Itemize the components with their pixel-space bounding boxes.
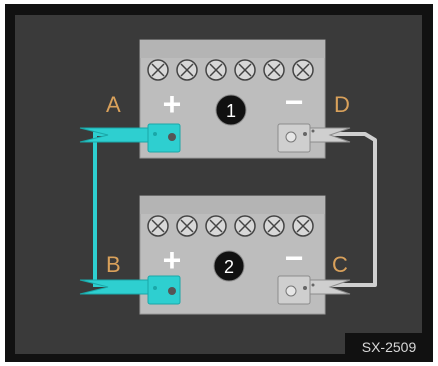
negative-cable — [310, 132, 377, 287]
battery-1-vent-caps — [147, 59, 314, 81]
label-a: A — [106, 92, 121, 117]
battery-1-minus-sign: − — [285, 84, 304, 120]
terminal-cap-icon — [234, 215, 256, 237]
terminal-cap-icon — [176, 215, 198, 237]
terminal-cap-icon — [176, 59, 198, 81]
positive-clamp-icon — [79, 275, 181, 305]
battery-1-number: 1 — [226, 101, 236, 121]
terminal-cap-icon — [234, 59, 256, 81]
battery-2-minus-sign: − — [285, 240, 304, 276]
battery-1-plus-sign: + — [163, 86, 182, 122]
positive-clamp-icon — [79, 123, 181, 153]
diagram-code: SX-2509 — [345, 333, 433, 362]
terminal-cap-icon — [263, 59, 285, 81]
battery-1-number-badge: 1 — [215, 94, 247, 126]
label-c: C — [332, 252, 348, 277]
terminal-cap-icon — [205, 215, 227, 237]
terminal-cap-icon — [147, 215, 169, 237]
terminal-cap-icon — [292, 59, 314, 81]
terminal-cap-icon — [147, 59, 169, 81]
battery-1-top — [140, 40, 325, 58]
terminal-cap-icon — [263, 215, 285, 237]
battery-2-number-badge: 2 — [213, 250, 245, 282]
battery-2-number: 2 — [224, 257, 234, 277]
battery-2-top — [140, 196, 325, 214]
terminal-cap-icon — [205, 59, 227, 81]
battery-2-plus-sign: + — [163, 242, 182, 278]
label-b: B — [106, 252, 121, 277]
negative-clamp-icon — [277, 275, 351, 305]
label-d: D — [334, 92, 350, 117]
terminal-cap-icon — [292, 215, 314, 237]
negative-clamp-icon — [277, 123, 351, 153]
battery-2-vent-caps — [147, 215, 314, 237]
